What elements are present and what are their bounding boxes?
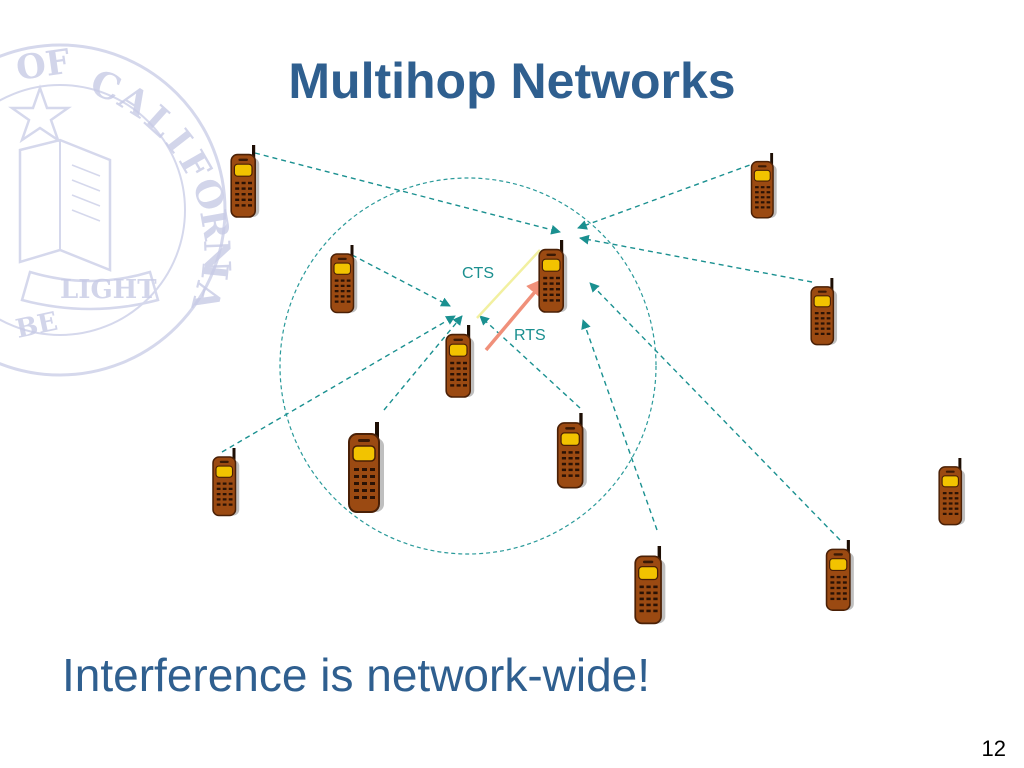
cell-phone-icon xyxy=(347,422,386,514)
cell-phone-icon xyxy=(825,540,855,612)
svg-text:I: I xyxy=(192,261,236,282)
cell-phone-icon xyxy=(938,458,967,526)
slide-subtitle: Interference is network-wide! xyxy=(62,649,651,701)
cell-phone-icon xyxy=(330,245,359,314)
cts-arrow xyxy=(476,249,541,319)
svg-text:OF: OF xyxy=(14,42,73,89)
cell-phone-icon xyxy=(556,413,588,489)
link-upperleft-to-sender xyxy=(351,254,451,307)
link-lowermid-to-sender xyxy=(479,315,581,409)
cts-label: CTS xyxy=(462,265,494,282)
svg-text:N: N xyxy=(195,239,238,273)
university-seal-watermark: OF C A L I F O R N I A LIGHT BE xyxy=(0,42,238,377)
svg-text:LIGHT: LIGHT xyxy=(60,275,157,305)
page-number: 12 xyxy=(981,736,1006,761)
cell-phone-icon xyxy=(634,546,667,625)
link-bottomright-to-receiver xyxy=(589,282,841,541)
transmission-range-circle xyxy=(279,177,657,555)
link-topright-to-receiver xyxy=(577,161,759,230)
cell-phone-icon xyxy=(810,278,839,346)
link-right-to-receiver xyxy=(579,234,813,283)
cell-phone-icon xyxy=(230,145,261,219)
cell-phone-icon xyxy=(538,240,569,313)
link-topleft-to-receiver xyxy=(254,152,561,235)
cell-phone-icon xyxy=(212,448,241,517)
link-lowerleft-to-sender xyxy=(383,315,463,411)
slide-title: Multihop Networks xyxy=(288,53,736,109)
link-farleft-to-sender xyxy=(221,315,456,453)
cell-phone-icon xyxy=(750,153,778,219)
link-bottommid-to-receiver xyxy=(581,319,658,531)
rts-arrow xyxy=(484,276,548,352)
cell-phone-icon xyxy=(445,325,476,398)
rts-label: RTS xyxy=(514,327,546,344)
